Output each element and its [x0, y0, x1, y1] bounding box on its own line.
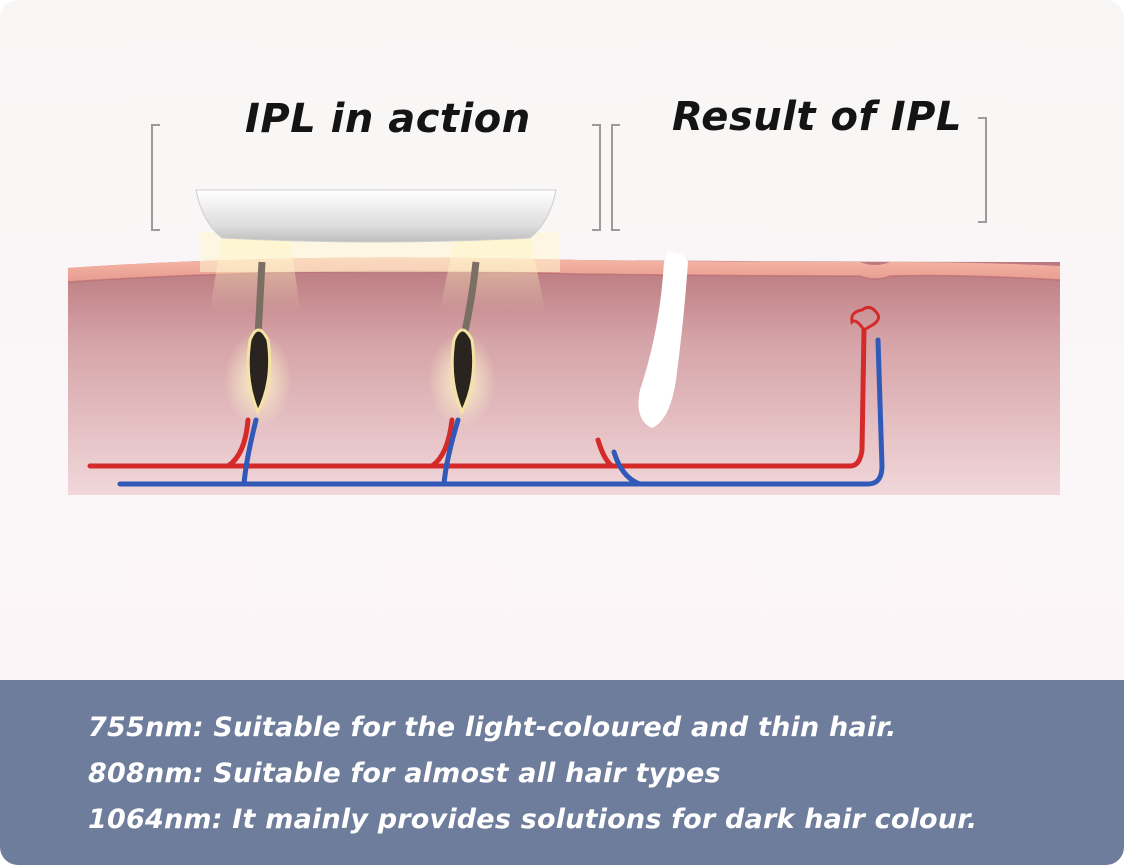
treated-hair-follicle-2 — [450, 261, 480, 416]
treated-hair-follicle-1 — [246, 261, 272, 416]
caption-line-808nm: 808nm: Suitable for almost all hair type… — [88, 758, 721, 789]
bracket-left-open — [151, 124, 160, 231]
skin-dermis — [68, 257, 1060, 495]
result-of-ipl-heading: Result of IPL — [672, 94, 962, 140]
bracket-right-open — [611, 124, 620, 231]
vein-vessel — [117, 337, 885, 487]
wavelength-caption-panel — [0, 680, 1124, 865]
bracket-right-close — [978, 117, 987, 223]
caption-line-1064nm: 1064nm: It mainly provides solutions for… — [88, 804, 978, 835]
ipl-device-head — [195, 189, 557, 243]
destroyed-hair-follicle — [638, 252, 688, 428]
artery-vessel — [87, 305, 881, 469]
caption-line-755nm: 755nm: Suitable for the light-coloured a… — [88, 712, 897, 743]
bracket-left-close — [592, 124, 601, 231]
ipl-in-action-heading: IPL in action — [245, 96, 531, 142]
skin-cross-section-illustration — [67, 117, 1061, 495]
